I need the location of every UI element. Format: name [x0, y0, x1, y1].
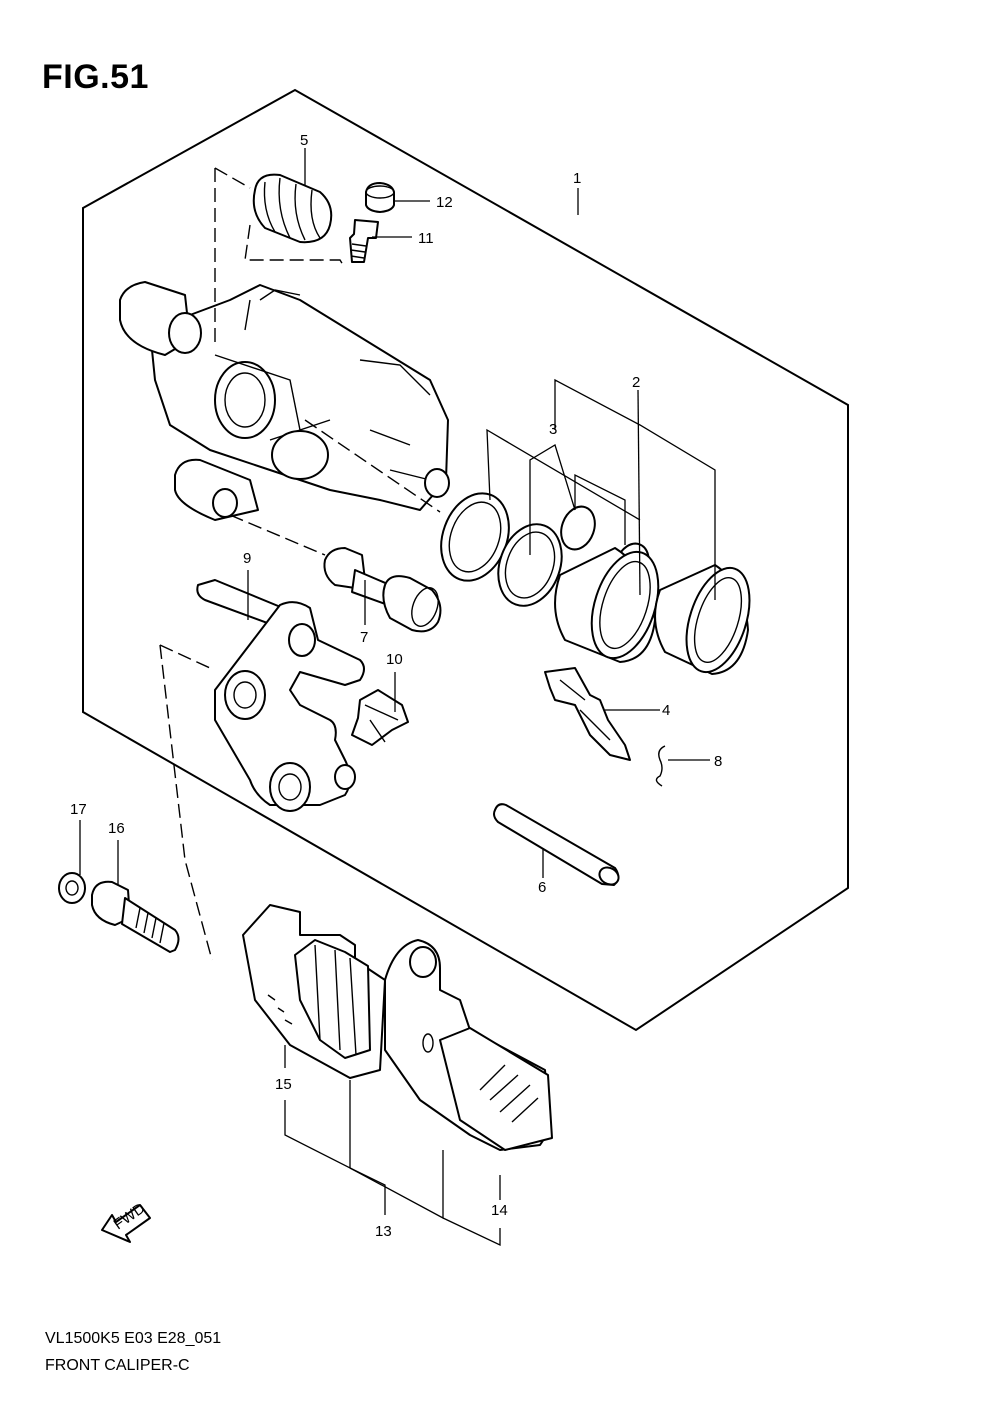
assembly-frame	[82, 88, 849, 1032]
callout-15: 15	[275, 1076, 292, 1093]
figure-name: FRONT CALIPER-C	[45, 1357, 190, 1374]
mounting-bolt[interactable]	[91, 880, 180, 953]
forward-arrow-icon: FWD	[101, 1200, 151, 1243]
callout-13: 13	[375, 1223, 392, 1240]
leader-lines	[79, 148, 716, 1247]
caliper-body[interactable]	[119, 281, 450, 521]
slide-pin[interactable]	[323, 547, 443, 633]
washer[interactable]	[58, 872, 86, 904]
callout-10: 10	[386, 651, 403, 668]
callout-3: 3	[549, 421, 557, 438]
callout-4: 4	[662, 702, 670, 719]
callout-5: 5	[300, 132, 308, 149]
pin-clip[interactable]	[655, 745, 666, 787]
callout-1: 1	[573, 170, 581, 187]
brake-pad-inner[interactable]	[242, 904, 386, 1079]
caliper-bracket[interactable]	[196, 579, 365, 812]
pad-retainer[interactable]	[544, 667, 631, 761]
callout-6: 6	[538, 879, 546, 896]
callout-7: 7	[360, 629, 368, 646]
callout-17: 17	[70, 801, 87, 818]
bleeder-valve[interactable]	[349, 219, 379, 263]
pad-spring[interactable]	[351, 689, 409, 746]
callout-14: 14	[491, 1202, 508, 1219]
figure-title: FIG.51	[42, 58, 149, 96]
callout-12: 12	[436, 194, 453, 211]
brake-pad-outer[interactable]	[384, 939, 553, 1151]
callout-9: 9	[243, 550, 251, 567]
callout-8: 8	[714, 753, 722, 770]
callout-16: 16	[108, 820, 125, 837]
bleeder-cap[interactable]	[365, 182, 395, 213]
callout-11: 11	[418, 230, 434, 247]
slide-boot[interactable]	[252, 173, 333, 244]
caliper-piston[interactable]	[554, 543, 761, 680]
figure-code: VL1500K5 E03 E28_051	[45, 1330, 222, 1347]
pad-pin[interactable]	[493, 803, 622, 888]
callout-2: 2	[632, 374, 640, 391]
